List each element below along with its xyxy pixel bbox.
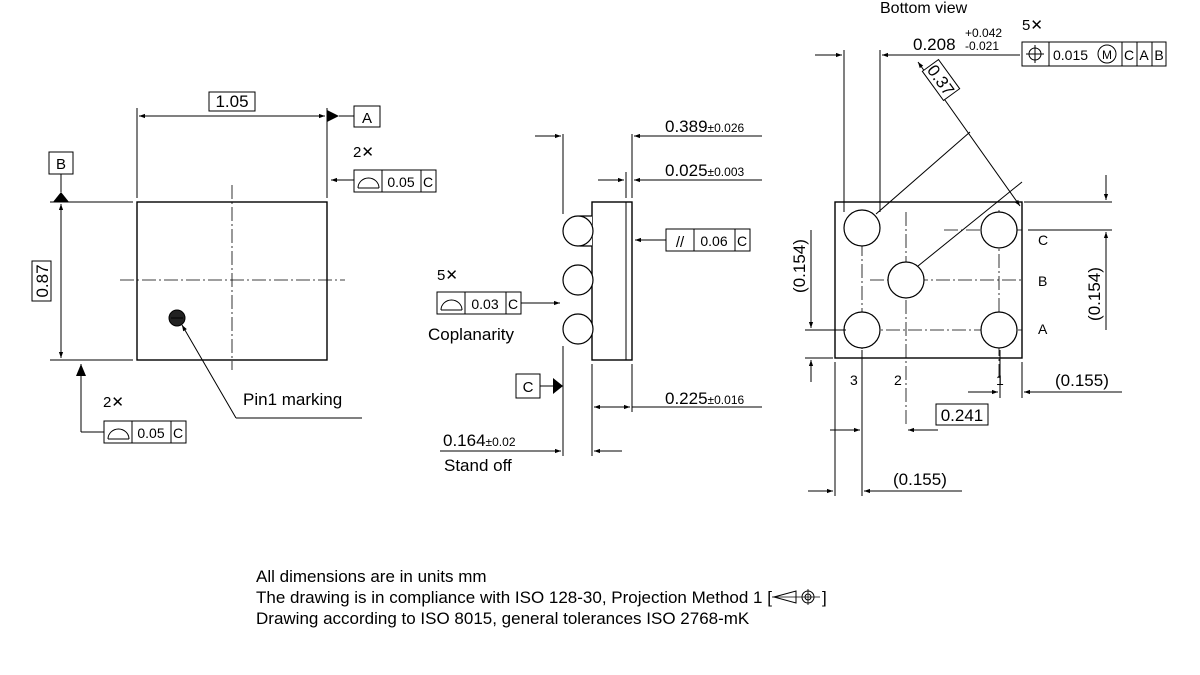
note-projection-text: The drawing is in compliance with ISO 12… [256,588,772,607]
note-tolerances: Drawing according to ISO 8015, general t… [256,609,750,628]
dim-height-tol: ±0.026 [708,121,745,135]
pin1-label: Pin1 marking [243,390,342,409]
bottom-fcf-count: 2✕ [103,394,124,411]
ball-dia-tol-lower: -0.021 [965,39,999,53]
dim-top-tol: ±0.003 [708,165,745,179]
row-label-a: A [1038,321,1048,337]
bottom-fcf-tol: 0.05 [137,425,164,441]
dim-bottom-h: (0.155) [893,470,947,489]
ball-b2 [887,261,925,299]
drawing-notes: All dimensions are in units mm The drawi… [256,566,827,629]
top-fcf-tol: 0.05 [387,174,414,190]
standoff-tol: ±0.02 [486,435,516,449]
svg-text:0.025±0.003: 0.025±0.003 [665,161,744,180]
position-fcf-tol: 0.015 [1053,47,1088,63]
coplanarity-datum: C [508,296,518,312]
svg-text:0.389±0.026: 0.389±0.026 [665,117,744,136]
bottom-view: Bottom view C B A 3 2 1 0.208 +0.042 -0.… [790,0,1167,496]
ball-a1 [980,311,1018,349]
dim-right-v: (0.154) [1085,267,1104,321]
datum-c-label: C [523,379,534,396]
width-dim: 1.05 [215,92,248,111]
note-projection: The drawing is in compliance with ISO 12… [256,587,827,608]
height-dim: 0.87 [33,264,52,297]
standoff-label: Stand off [444,456,512,475]
row-label-c: C [1038,232,1048,248]
top-fcf-datum: C [423,174,433,190]
side-ball-2 [562,264,594,296]
position-fcf-count: 5✕ [1022,17,1043,34]
dim-right-h: (0.155) [1055,371,1109,390]
ball-c1 [980,211,1018,249]
parallel-symbol: // [676,234,685,251]
datum-b-label: B [56,156,66,173]
mmc-icon [1097,44,1117,64]
col-label-2: 2 [894,372,902,388]
dim-left-v: (0.154) [790,239,809,293]
dim-pitch-h: 0.241 [941,406,984,425]
dim-height-value: 0.389 [665,117,708,136]
note-units: All dimensions are in units mm [256,567,487,586]
svg-text:0.225±0.016: 0.225±0.016 [665,389,744,408]
note-projection-suffix: ] [821,588,827,607]
side-ball-3 [562,313,594,345]
side-ball-1 [562,215,594,247]
ball-dia-value: 0.208 [913,35,956,54]
position-fcf-modifier: M [1102,48,1112,62]
bottom-view-title: Bottom view [880,0,968,17]
top-fcf-count: 2✕ [353,144,374,161]
dim-body-value: 0.225 [665,389,708,408]
row-label-b: B [1038,273,1047,289]
parallel-tol: 0.06 [700,233,727,249]
datum-a-label: A [362,110,372,127]
coplanarity-label: Coplanarity [428,325,514,344]
svg-text:0.208: 0.208 [913,35,956,54]
projection-method-icon [771,589,820,605]
dim-top-value: 0.025 [665,161,708,180]
coplanarity-tol: 0.03 [471,296,498,312]
ball-a3 [843,311,881,349]
dim-body-tol: ±0.016 [708,393,745,407]
ball-c3 [843,209,881,247]
top-view: 1.05 A 2✕ 0.05 C B 0.87 2✕ 0 [31,91,437,444]
coplanarity-count: 5✕ [437,267,458,284]
col-label-3: 3 [850,372,858,388]
bottom-fcf-datum: C [173,425,183,441]
position-fcf-datum-3: B [1154,47,1163,63]
position-fcf-datum-1: C [1124,47,1134,63]
svg-text:0.164±0.02: 0.164±0.02 [443,431,516,450]
ball-dia-tol-upper: +0.042 [965,26,1002,40]
side-view: 0.389±0.026 0.025±0.003 // 0.06 C 5✕ 0.0… [428,117,762,475]
position-fcf-datum-2: A [1139,47,1149,63]
standoff-value: 0.164 [443,431,486,450]
parallel-datum: C [737,233,747,249]
